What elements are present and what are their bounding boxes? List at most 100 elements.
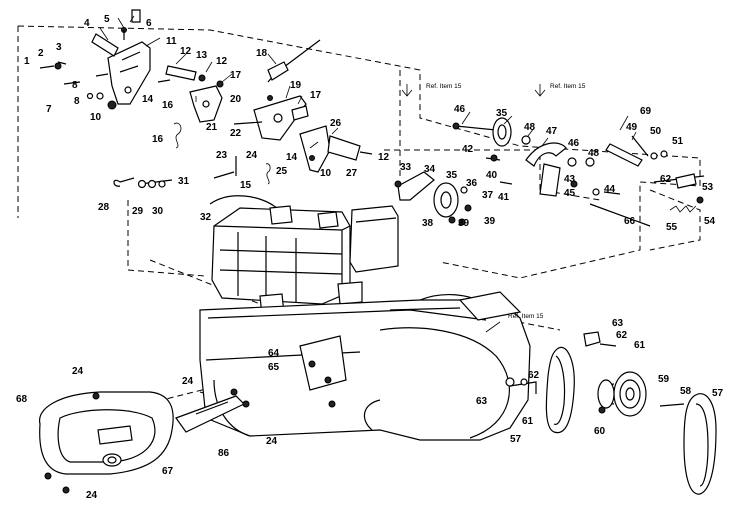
callout-22: 22 xyxy=(230,128,242,139)
callout-37: 37 xyxy=(482,190,494,201)
callout-48: 48 xyxy=(524,122,536,133)
callout-24: 24 xyxy=(72,366,84,377)
callout-4: 4 xyxy=(84,18,90,29)
callout-29: 29 xyxy=(132,206,144,217)
engine xyxy=(211,205,399,317)
callout-39: 39 xyxy=(458,218,470,229)
callout-65: 65 xyxy=(268,362,280,373)
idler-linkage xyxy=(394,117,668,227)
callout-46: 46 xyxy=(454,104,466,115)
callout-10: 10 xyxy=(320,168,332,179)
callout-69: 69 xyxy=(640,106,652,117)
callout-17: 17 xyxy=(310,90,322,101)
callout-23: 23 xyxy=(216,150,228,161)
callout-86: 86 xyxy=(218,448,230,459)
callout-25: 25 xyxy=(276,166,288,177)
callout-44: 44 xyxy=(604,184,616,195)
callout-27: 27 xyxy=(346,168,358,179)
leader-lines xyxy=(99,15,637,149)
throttle-cable xyxy=(113,171,289,227)
callout-19: 19 xyxy=(290,80,302,91)
callout-36: 36 xyxy=(466,178,478,189)
callout-48: 48 xyxy=(588,148,600,159)
callout-67: 67 xyxy=(162,466,174,477)
callout-47: 47 xyxy=(546,126,558,137)
callout-63: 63 xyxy=(476,396,488,407)
reference-note: Ref. Item 15 xyxy=(426,83,462,90)
callout-54: 54 xyxy=(704,216,716,227)
callout-32: 32 xyxy=(200,212,212,223)
callout-16: 16 xyxy=(152,134,164,145)
callout-51: 51 xyxy=(672,136,684,147)
reference-notes: Ref. Item 15 Ref. Item 15 Ref. Item 15 xyxy=(426,83,586,320)
callout-34: 34 xyxy=(424,164,436,175)
callout-15: 15 xyxy=(240,180,252,191)
callout-28: 28 xyxy=(98,202,110,213)
callout-6: 6 xyxy=(146,18,152,29)
callout-21: 21 xyxy=(206,122,218,133)
callout-61: 61 xyxy=(522,416,534,427)
callout-42: 42 xyxy=(462,144,474,155)
callout-63: 63 xyxy=(612,318,624,329)
callout-62: 62 xyxy=(660,174,672,185)
callout-30: 30 xyxy=(152,206,164,217)
lever-assembly xyxy=(233,39,373,185)
callout-8: 8 xyxy=(74,96,80,107)
callout-8: 8 xyxy=(72,80,78,91)
callout-11: 11 xyxy=(166,36,177,47)
callout-13: 13 xyxy=(196,50,208,61)
callout-10: 10 xyxy=(90,112,102,123)
callout-18: 18 xyxy=(256,48,268,59)
reference-arrows xyxy=(401,84,546,333)
reference-note: Ref. Item 15 xyxy=(508,313,544,320)
belt-guard xyxy=(39,388,250,494)
callout-57: 57 xyxy=(712,388,724,399)
callout-5: 5 xyxy=(104,14,110,25)
callout-24: 24 xyxy=(86,490,98,501)
reference-note: Ref. Item 15 xyxy=(550,83,586,90)
housing xyxy=(199,291,531,441)
control-bracket-assembly xyxy=(39,9,224,149)
callout-12: 12 xyxy=(378,152,390,163)
callout-61: 61 xyxy=(634,340,646,351)
callout-2: 2 xyxy=(38,48,44,59)
callout-64: 64 xyxy=(268,348,280,359)
callout-35: 35 xyxy=(446,170,458,181)
callout-58: 58 xyxy=(680,386,692,397)
clutch-rod xyxy=(653,173,705,213)
callout-50: 50 xyxy=(650,126,662,137)
callout-40: 40 xyxy=(486,170,498,181)
callout-12: 12 xyxy=(180,46,192,57)
callout-46: 46 xyxy=(568,138,580,149)
callout-14: 14 xyxy=(142,94,154,105)
lower-bracket xyxy=(299,335,347,408)
callout-62: 62 xyxy=(616,330,628,341)
callout-39: 39 xyxy=(484,216,496,227)
callout-1: 1 xyxy=(24,56,30,67)
callout-17: 17 xyxy=(230,70,242,81)
callout-41: 41 xyxy=(498,192,510,203)
callout-68: 68 xyxy=(16,394,28,405)
drive-pulley-and-belts xyxy=(505,331,717,495)
callout-7: 7 xyxy=(46,104,52,115)
callout-14: 14 xyxy=(286,152,298,163)
callout-55: 55 xyxy=(666,222,678,233)
callout-31: 31 xyxy=(178,176,190,187)
callout-45: 45 xyxy=(564,188,576,199)
callout-57: 57 xyxy=(510,434,522,445)
callout-66: 66 xyxy=(624,216,636,227)
callout-49: 49 xyxy=(626,122,638,133)
callout-59: 59 xyxy=(658,374,670,385)
callout-3: 3 xyxy=(56,42,62,53)
callout-26: 26 xyxy=(330,118,342,129)
callout-60: 60 xyxy=(594,426,606,437)
callout-24: 24 xyxy=(246,150,258,161)
callout-labels: 1 2 3 4 5 6 7 8 8 10 11 12 13 12 17 14 1… xyxy=(16,14,724,501)
callout-53: 53 xyxy=(702,182,714,193)
callout-12: 12 xyxy=(216,56,228,67)
callout-35: 35 xyxy=(496,108,508,119)
callout-16: 16 xyxy=(162,100,174,111)
callout-24: 24 xyxy=(182,376,194,387)
callout-24: 24 xyxy=(266,436,278,447)
